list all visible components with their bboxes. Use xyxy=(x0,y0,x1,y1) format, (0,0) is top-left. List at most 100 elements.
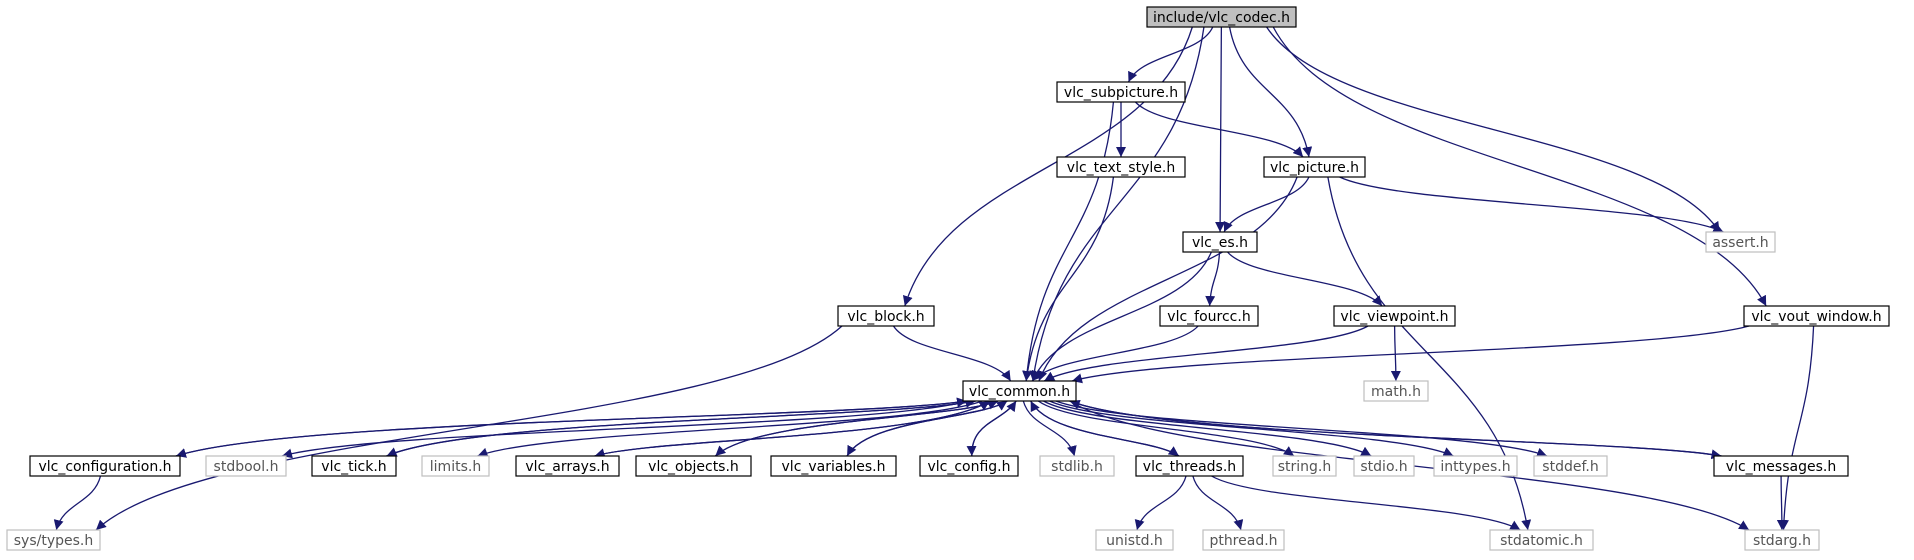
edge-objects-to-common xyxy=(714,400,999,457)
edge-line xyxy=(1069,399,1722,457)
node-objects[interactable]: vlc_objects.h xyxy=(635,455,752,477)
node-box xyxy=(1705,231,1776,253)
node-label: pthread.h xyxy=(1209,533,1277,549)
edge-line xyxy=(1266,26,1721,233)
node-label: vlc_objects.h xyxy=(648,459,739,475)
edge-arrays-to-common xyxy=(594,400,991,457)
node-label: vlc_messages.h xyxy=(1726,459,1836,475)
node-block[interactable]: vlc_block.h xyxy=(837,305,935,327)
edge-line xyxy=(892,325,1012,382)
node-subpicture[interactable]: vlc_subpicture.h xyxy=(1056,81,1186,103)
node-root[interactable]: include/vlc_codec.h xyxy=(1146,6,1297,28)
node-label: string.h xyxy=(1278,459,1332,475)
node-messages[interactable]: vlc_messages.h xyxy=(1713,455,1849,477)
node-box xyxy=(6,529,101,551)
edge-viewpoint-to-math xyxy=(1390,325,1401,382)
edge-common-to-config xyxy=(966,400,1017,457)
node-vout-window[interactable]: vlc_vout_window.h xyxy=(1743,305,1890,327)
edge-line xyxy=(1134,475,1187,531)
edge-line xyxy=(1776,475,1787,531)
node-box xyxy=(770,455,897,477)
edge-line xyxy=(1223,176,1310,233)
node-picture[interactable]: vlc_picture.h xyxy=(1263,156,1366,178)
node-label: stdio.h xyxy=(1360,459,1407,475)
node-limits: limits.h xyxy=(421,455,490,477)
node-box xyxy=(1159,305,1259,327)
edge-common-to-string xyxy=(1037,400,1295,457)
node-box xyxy=(1353,455,1415,477)
edge-line xyxy=(1022,101,1115,382)
node-systypes: sys/types.h xyxy=(6,529,101,551)
node-pthread: pthread.h xyxy=(1202,529,1285,551)
edge-line xyxy=(1228,26,1313,158)
edge-threads-to-common xyxy=(1030,400,1180,457)
edge-line xyxy=(386,398,976,457)
edge-root-to-vout-window xyxy=(1272,26,1767,307)
node-label: math.h xyxy=(1371,384,1421,400)
node-config[interactable]: vlc_config.h xyxy=(919,455,1019,477)
node-box xyxy=(205,455,287,477)
edge-line xyxy=(175,397,968,457)
edge-common-to-stdio xyxy=(1043,400,1372,457)
edge-line xyxy=(846,400,1008,457)
edge-threads-to-unistd xyxy=(1134,475,1187,531)
node-label: vlc_es.h xyxy=(1192,235,1248,251)
edge-common-to-inttypes xyxy=(1049,400,1454,457)
node-label: vlc_viewpoint.h xyxy=(1340,309,1448,325)
edge-es-to-fourcc xyxy=(1205,251,1221,307)
edge-common-to-stdlib xyxy=(1022,400,1077,457)
edge-line xyxy=(1022,400,1077,457)
node-stdlib: stdlib.h xyxy=(1039,455,1115,477)
node-box xyxy=(1363,380,1429,402)
edge-variables-to-common xyxy=(846,400,1008,457)
node-box xyxy=(1713,455,1849,477)
edge-line xyxy=(1055,400,1548,458)
node-box xyxy=(1056,156,1186,178)
node-stddef: stddef.h xyxy=(1533,455,1608,477)
edge-line xyxy=(1205,251,1221,307)
edge-line xyxy=(1327,176,1532,531)
edge-line xyxy=(1211,475,1521,531)
edge-root-to-subpicture xyxy=(1127,26,1214,83)
node-label: vlc_configuration.h xyxy=(38,459,171,475)
edge-line xyxy=(714,400,999,457)
edge-line xyxy=(1071,325,1750,384)
node-common[interactable]: vlc_common.h xyxy=(962,380,1077,402)
node-variables[interactable]: vlc_variables.h xyxy=(770,455,897,477)
node-label: vlc_fourcc.h xyxy=(1167,309,1250,325)
node-box xyxy=(29,455,181,477)
edge-messages-to-common xyxy=(1069,399,1722,457)
node-configuration[interactable]: vlc_configuration.h xyxy=(29,455,181,477)
node-box xyxy=(1039,455,1115,477)
node-box xyxy=(1202,529,1285,551)
node-label: stdlib.h xyxy=(1051,459,1103,475)
node-box xyxy=(1743,305,1890,327)
edge-picture-to-common xyxy=(1037,176,1298,382)
edge-picture-to-es xyxy=(1223,176,1310,233)
edge-root-to-assert xyxy=(1266,26,1721,233)
node-box xyxy=(919,455,1019,477)
node-label: vlc_vout_window.h xyxy=(1751,309,1881,325)
edge-config-to-common xyxy=(971,400,1017,457)
node-fourcc[interactable]: vlc_fourcc.h xyxy=(1159,305,1259,327)
node-threads[interactable]: vlc_threads.h xyxy=(1135,455,1244,477)
node-label: inttypes.h xyxy=(1440,459,1510,475)
node-box xyxy=(635,455,752,477)
node-label: limits.h xyxy=(430,459,481,475)
edge-root-to-common xyxy=(1029,26,1205,382)
node-label: vlc_variables.h xyxy=(782,459,886,475)
node-arrays[interactable]: vlc_arrays.h xyxy=(515,455,620,477)
edge-viewpoint-to-common xyxy=(1043,325,1369,382)
node-viewpoint[interactable]: vlc_viewpoint.h xyxy=(1333,305,1456,327)
edge-common-to-stdbool xyxy=(281,400,969,459)
node-box xyxy=(837,305,935,327)
node-es[interactable]: vlc_es.h xyxy=(1182,231,1258,253)
node-tick[interactable]: vlc_tick.h xyxy=(311,455,397,477)
node-box xyxy=(1489,529,1594,551)
node-text-style[interactable]: vlc_text_style.h xyxy=(1056,156,1186,178)
edge-line xyxy=(477,400,983,458)
node-box xyxy=(1182,231,1258,253)
edge-line xyxy=(1192,475,1244,531)
edge-line xyxy=(966,400,1017,457)
